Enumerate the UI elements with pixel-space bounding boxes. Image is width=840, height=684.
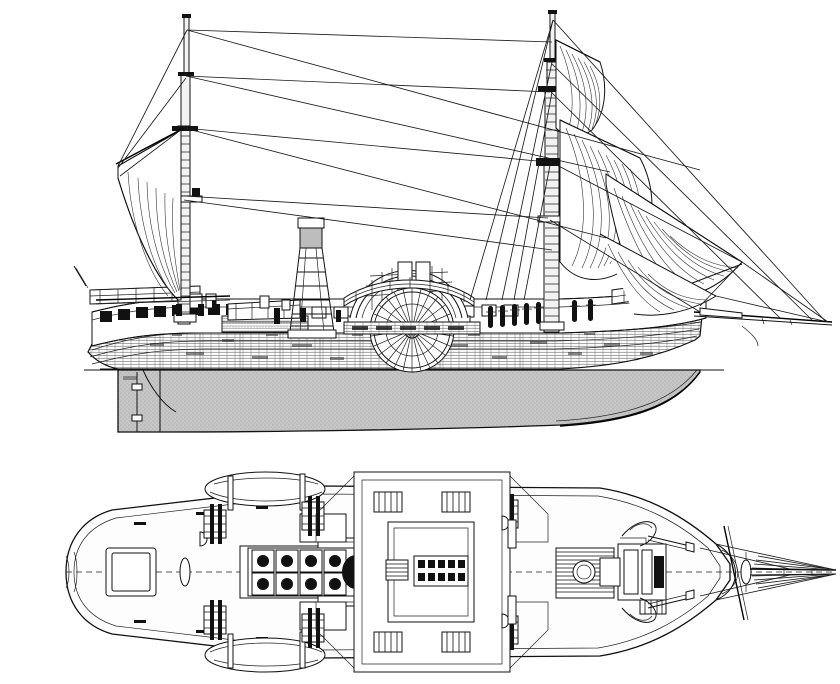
hull-below-waterline <box>117 369 701 433</box>
standing-rigging <box>117 19 829 323</box>
capstan <box>573 561 595 583</box>
ventilator-1 <box>274 308 280 324</box>
deck-guns <box>486 299 596 328</box>
deckhouse-ladder-fwd-stbd <box>442 632 470 652</box>
gun-mount-port-1 <box>204 504 226 544</box>
bowsprit-heel <box>700 308 742 318</box>
ventilator-3 <box>336 310 341 322</box>
deckhouse-ladder-fwd-port <box>442 492 470 512</box>
mizzen-crosstree-upper <box>178 72 194 76</box>
davit-port-fwd <box>228 476 233 510</box>
rudder-gudgeon-upper <box>132 384 142 390</box>
funnel-ladder-rungs <box>291 257 333 327</box>
bowsprit-plan <box>699 526 837 620</box>
forefoot-curve <box>560 372 700 426</box>
stem-head <box>741 560 751 584</box>
funnel-cap <box>298 218 324 228</box>
forward-deck-fittings <box>508 520 666 624</box>
spritsail-yard <box>724 526 744 620</box>
engine-room-ladder <box>386 560 408 580</box>
bowsprit <box>694 308 832 346</box>
gun-mount-stbd-2 <box>302 608 324 648</box>
deckhouse-ladder-aft-port <box>374 492 402 512</box>
bower-anchor-port <box>622 522 694 552</box>
deck-structures <box>180 294 341 333</box>
stern-hatch-oval <box>180 558 190 586</box>
side-elevation-view <box>0 10 840 433</box>
funnel-base <box>288 330 336 338</box>
rudder-blade <box>143 370 176 412</box>
mizzen-ratlines <box>178 135 190 313</box>
spanker-sail <box>96 128 230 304</box>
deck-plan-view <box>0 452 837 684</box>
gun-mounts <box>204 494 518 650</box>
gun-mount-stbd-1 <box>204 600 226 640</box>
ships-boat-starboard <box>205 632 325 672</box>
midship-deckhouse <box>316 472 548 672</box>
jib-sails <box>600 174 742 315</box>
bower-anchor-starboard <box>622 590 694 622</box>
stern-transom <box>66 552 77 592</box>
spanker-boom <box>96 296 230 300</box>
funnel <box>288 218 336 338</box>
gun-mount-port-2 <box>302 496 324 536</box>
gaff-spar <box>116 128 184 164</box>
davit-stbd-fwd <box>228 634 233 668</box>
paddle-box-assembly <box>343 262 481 372</box>
deckhouse-ladder-aft-stbd <box>374 632 402 652</box>
stern-deadwood <box>118 370 160 432</box>
boiler-furnace-doors <box>251 549 347 596</box>
ensign-staff <box>74 266 86 286</box>
funnel-band <box>300 228 322 248</box>
deck-box-4 <box>282 300 290 310</box>
rudder-gudgeon-lower <box>132 415 142 421</box>
deck-box-3 <box>260 296 269 308</box>
ventilator-2 <box>300 308 306 322</box>
martingale-stay <box>742 326 758 346</box>
paddle-box-rail <box>344 280 474 306</box>
